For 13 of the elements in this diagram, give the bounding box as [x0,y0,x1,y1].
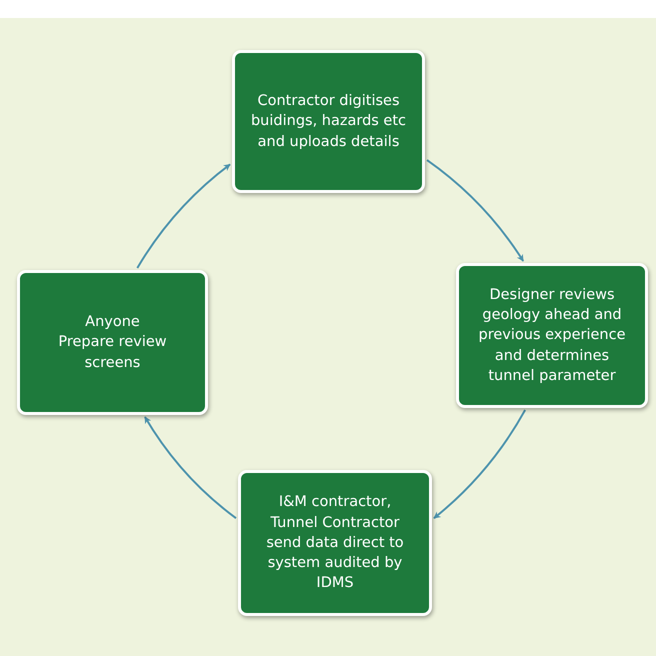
process-box [17,270,208,415]
process-box [238,470,432,616]
box-text: Designer reviews geology ahead and previous experience and determines tunnel parameter [478,286,626,386]
box-text: Prepare review screens [57,333,168,373]
arrow [144,416,237,519]
box-text: I&M contractor, Tunnel Contractor send data direct to system audited by IDMS [265,493,405,594]
box-text: Contractor digitises buidings, hazards etc and uploads details [250,92,408,152]
box-text: Anyone [85,313,140,332]
arrow [136,164,231,269]
process-box [456,263,648,408]
process-box [232,50,425,193]
arrow [426,159,524,262]
arrow [433,410,526,519]
